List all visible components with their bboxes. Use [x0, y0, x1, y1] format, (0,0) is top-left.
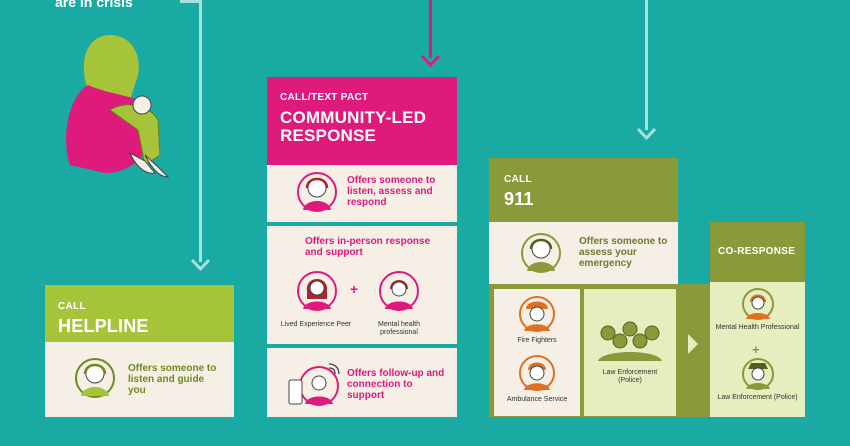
n911-body: Offers someone to assess your emergency	[489, 222, 678, 284]
person1-label: Lived Experience Peer	[280, 321, 352, 328]
headset-agent-icon	[521, 233, 561, 273]
community-box3-description: Offers follow-up and connection to suppo…	[347, 368, 445, 401]
helpline-call-label: CALL	[58, 301, 86, 312]
firefighter-icon	[519, 296, 555, 332]
plus-sign: +	[350, 281, 359, 297]
helpline-header: CALL HELPLINE	[45, 285, 234, 342]
peer-person-icon	[297, 271, 337, 311]
mental-health-professional-icon	[379, 271, 419, 311]
ambulance-worker-icon	[519, 355, 555, 391]
top-heading: are in crisis	[55, 0, 133, 10]
police-officer-icon	[742, 358, 774, 390]
phone-followup-icon	[288, 363, 340, 406]
n911-services: Fire Fighters Ambulance Service Law Enfo…	[489, 284, 710, 417]
coresponse-body: Mental Health Professional + Law Enforce…	[710, 282, 805, 417]
connector-community	[429, 0, 432, 58]
arrow-down-icon	[420, 54, 441, 68]
chevron-right-icon	[688, 334, 698, 354]
helpline-body: Offers someone to listen and guide you	[45, 342, 234, 417]
headset-agent-icon	[75, 358, 115, 398]
community-box-followup: Offers follow-up and connection to suppo…	[267, 348, 457, 417]
fire-fighters-label: Fire Fighters	[517, 337, 557, 344]
mental-health-professional-icon	[742, 288, 774, 320]
plus-sign: +	[752, 342, 760, 357]
connector-helpline	[199, 0, 202, 262]
community-box-listen: Offers someone to listen, assess and res…	[267, 165, 457, 222]
n911-description: Offers someone to assess your emergency	[579, 236, 668, 269]
community-title-line2: RESPONSE	[280, 126, 377, 145]
police-panel: Law Enforcement (Police)	[584, 289, 676, 416]
community-title-line1: COMMUNITY-LED	[280, 108, 427, 127]
person-in-crisis-illustration	[66, 35, 170, 178]
community-call-label: CALL/TEXT PACT	[280, 92, 369, 103]
connector-911	[645, 0, 648, 130]
community-header: CALL/TEXT PACT COMMUNITY-LED RESPONSE	[267, 77, 457, 165]
n911-title: 911	[504, 189, 534, 209]
person2-label: Mental health professional	[377, 321, 421, 336]
coresponse-police-label: Law Enforcement (Police)	[717, 394, 798, 401]
community-box1-description: Offers someone to listen, assess and res…	[347, 175, 436, 208]
headset-agent-icon	[297, 172, 337, 212]
helpline-description: Offers someone to listen and guide you	[128, 363, 217, 396]
coresponse-title: CO-RESPONSE	[718, 246, 796, 257]
fire-ambulance-panel: Fire Fighters Ambulance Service	[494, 289, 580, 416]
law-enforcement-label: Law Enforcement (Police)	[602, 369, 658, 384]
police-group-icon	[598, 321, 662, 361]
helpline-title: HELPLINE	[58, 316, 149, 336]
n911-call-label: CALL	[504, 174, 532, 185]
community-box-inperson: Offers in-person response and support + …	[267, 226, 457, 344]
connector-top	[180, 0, 202, 3]
arrow-down-icon	[190, 258, 211, 272]
ambulance-service-label: Ambulance Service	[506, 396, 568, 403]
arrow-down-icon	[636, 127, 657, 141]
coresponse-header: CO-RESPONSE	[710, 222, 805, 282]
community-box2-description: Offers in-person response and support	[305, 236, 431, 258]
coresponse-mh-label: Mental Health Professional	[715, 324, 800, 331]
n911-header: CALL 911	[489, 158, 678, 222]
